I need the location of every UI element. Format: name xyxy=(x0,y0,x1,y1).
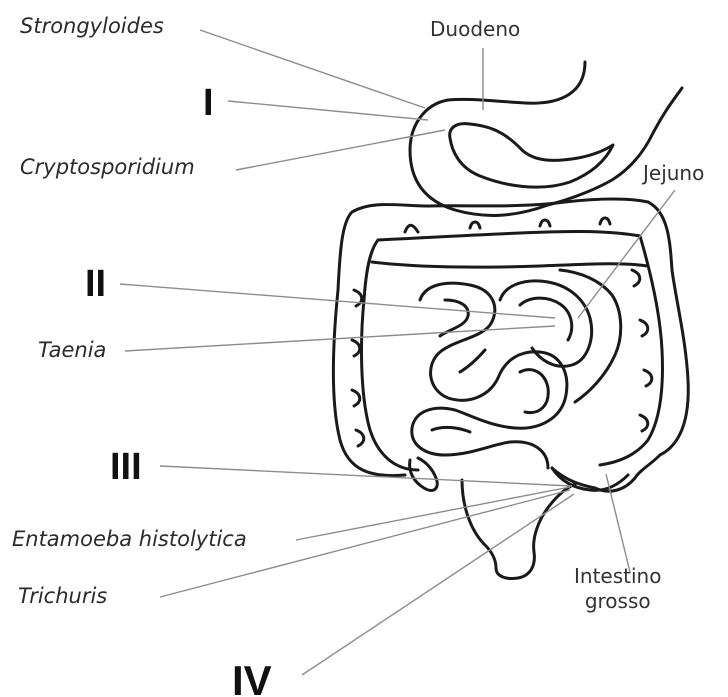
leader-region-i xyxy=(228,101,428,120)
jejunum-label: Jejuno xyxy=(643,161,704,186)
strongyloides-label: Strongyloides xyxy=(20,16,164,37)
large-intestine-label: Intestino grosso xyxy=(574,564,661,614)
ascending-colon-inner xyxy=(362,240,418,470)
small-intestine-coils-inner xyxy=(432,300,548,432)
region-iii-label: III xyxy=(110,448,142,486)
trichuris-label: Trichuris xyxy=(18,586,107,607)
appendix xyxy=(410,458,438,490)
leader-jejuno xyxy=(578,190,675,318)
large-intestine-label-line2: grosso xyxy=(574,589,661,614)
region-i-label: I xyxy=(203,84,214,122)
leader-strongyloides xyxy=(200,30,425,108)
leader-region-iii xyxy=(160,466,572,486)
entamoeba-label: Entamoeba histolytica xyxy=(12,529,247,550)
region-iv-label: IV xyxy=(232,660,272,697)
descending-haustra xyxy=(632,270,652,431)
large-intestine-label-line1: Intestino xyxy=(574,564,661,589)
taenia-label: Taenia xyxy=(38,340,106,361)
cryptosporidium-label: Cryptosporidium xyxy=(20,157,195,178)
region-ii-label: II xyxy=(85,265,106,303)
transverse-lower xyxy=(372,262,648,267)
transverse-haustra xyxy=(405,218,610,232)
leader-taenia xyxy=(125,326,555,351)
rectum xyxy=(462,480,575,579)
leader-region-iv xyxy=(302,494,574,675)
intestine-outline xyxy=(333,62,688,579)
duodenal-inner-loop xyxy=(450,124,613,188)
leader-cryptosporidium xyxy=(236,130,445,170)
leader-entamoeba xyxy=(296,487,570,540)
duodenum-label: Duodeno xyxy=(430,17,520,42)
